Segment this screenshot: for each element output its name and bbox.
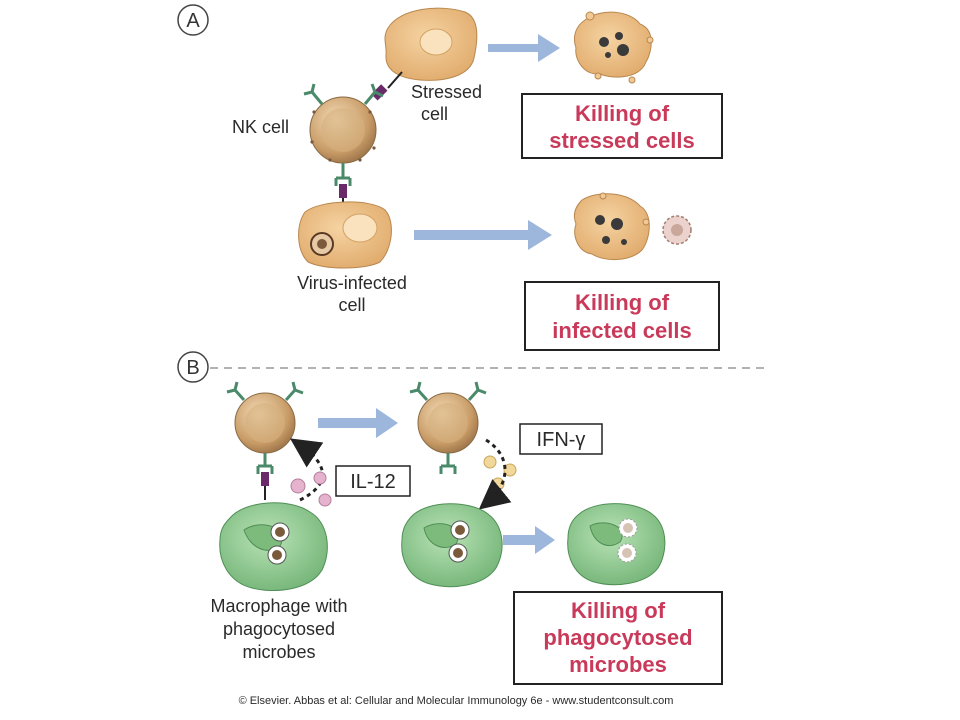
nk-receptor-upper-right: [363, 83, 384, 105]
result-infected-line-2: infected cells: [552, 318, 691, 343]
result-stressed-line-1: Killing of: [575, 101, 670, 126]
degraded-microbe: [617, 543, 637, 563]
stressed-cell: [384, 7, 478, 81]
macrophage-label-2: phagocytosed: [223, 619, 335, 639]
result-microbes-line-2: phagocytosed: [543, 625, 692, 650]
panel-a-letter: A: [177, 4, 209, 36]
virus-cell-label-2: cell: [338, 295, 365, 315]
ifn-gamma-molecules: [483, 455, 517, 491]
arrow-nk-activation: [318, 408, 398, 438]
phagocytosed-microbe: [270, 522, 290, 542]
macrophage-left: [219, 502, 328, 592]
phagocytosed-microbe: [267, 545, 287, 565]
nk-cell-a: [309, 96, 377, 164]
macrophage-ligand: [261, 472, 269, 486]
phagocytosed-microbe: [450, 520, 470, 540]
il12-label-box: IL-12: [335, 465, 411, 497]
nk-receptor-upper-left: [303, 83, 324, 105]
apoptotic-virus-particle: [662, 215, 692, 245]
nk-b-right-receptors: [409, 381, 487, 474]
copyright-footer: © Elsevier. Abbas et al: Cellular and Mo…: [239, 695, 674, 707]
nk-cell-b-right: [417, 392, 479, 454]
macrophage-label-3: microbes: [242, 642, 315, 662]
ifn-dotted-arrow: [478, 438, 512, 510]
apoptotic-stressed-cell: [573, 11, 654, 84]
nk-receptor-bottom: [334, 163, 352, 186]
virus-particle: [310, 232, 334, 256]
svg-text:A: A: [186, 10, 200, 32]
virus-cell-label-1: Virus-infected: [297, 273, 407, 293]
macrophage-right: [567, 503, 666, 586]
virus-cell-ligand: [339, 184, 347, 198]
arrow-to-killed-infected-cell: [414, 220, 552, 250]
degraded-microbe: [618, 518, 638, 538]
result-microbes-line-1: Killing of: [571, 598, 666, 623]
result-box-infected: Killing of infected cells: [524, 281, 720, 351]
il12-label: IL-12: [350, 471, 396, 493]
ifn-label: IFN-γ: [537, 429, 586, 451]
panel-b-letter: B: [177, 351, 209, 383]
result-infected-line-1: Killing of: [575, 290, 670, 315]
macrophage-middle: [401, 503, 503, 588]
nk-cell-b-left: [234, 392, 296, 454]
phagocytosed-microbe: [448, 543, 468, 563]
arrow-to-killed-stressed-cell: [488, 34, 560, 62]
apoptotic-infected-cell: [573, 192, 650, 260]
stressed-cell-ligand: [371, 71, 403, 101]
svg-text:B: B: [186, 357, 199, 379]
result-box-microbes: Killing of phagocytosed microbes: [513, 591, 723, 685]
stressed-cell-label-1: Stressed: [411, 82, 482, 102]
result-stressed-line-2: stressed cells: [549, 128, 695, 153]
il12-molecules: [290, 471, 332, 507]
macrophage-label-1: Macrophage with: [210, 596, 347, 616]
nk-cell-label: NK cell: [232, 117, 289, 137]
nk-b-left-receptors: [226, 381, 304, 474]
virus-infected-cell: [298, 201, 392, 269]
result-box-stressed: Killing of stressed cells: [521, 93, 723, 159]
stressed-cell-label-2: cell: [421, 104, 448, 124]
result-microbes-line-3: microbes: [569, 652, 667, 677]
ifn-label-box: IFN-γ: [519, 423, 603, 455]
arrow-to-microbe-killing: [503, 526, 555, 554]
